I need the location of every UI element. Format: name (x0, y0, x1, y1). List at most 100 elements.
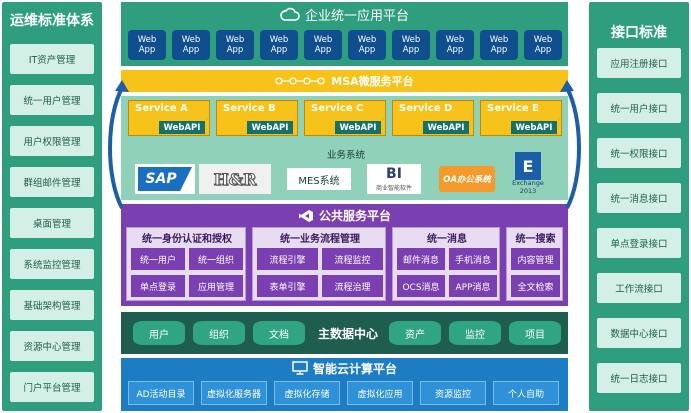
left-item-permission-mgmt[interactable]: 用户权限管理 (10, 126, 94, 156)
resource-monitor-button[interactable]: 资源监控 (420, 381, 486, 405)
app-management-button[interactable]: 应用管理 (189, 275, 243, 297)
network-nodes-icon (275, 77, 325, 85)
md-item-document[interactable]: 文档 (253, 321, 305, 345)
mes-system-logo: MES系统 (287, 168, 351, 190)
virtual-app-button[interactable]: 虚拟化应用 (347, 381, 413, 405)
service-c-webapi[interactable]: WebAPI (335, 121, 381, 134)
process-governance-button[interactable]: 流程治理 (322, 275, 383, 297)
process-engine-button[interactable]: 流程引擎 (257, 248, 318, 270)
process-monitor-button[interactable]: 流程监控 (322, 248, 383, 270)
service-d[interactable]: Service D WebAPI (392, 100, 474, 136)
public-service-platform: 公共服务平台 统一身份认证和授权 统一用户 统一组织 单点登录 应用管理 统一业… (121, 204, 568, 306)
public-platform-title: 公共服务平台 (318, 209, 391, 223)
service-b[interactable]: Service B WebAPI (216, 100, 298, 136)
group-process-title: 统一业务流程管理 (280, 233, 360, 245)
right-flow-arrow (560, 80, 581, 209)
right-item-log-interface[interactable]: 统一日志接口 (597, 363, 681, 393)
bi-logo: BI 商业智能软件 (367, 164, 421, 194)
right-item-message-interface[interactable]: 统一消息接口 (597, 183, 681, 213)
self-service-button[interactable]: 个人自助 (493, 381, 559, 405)
app-platform-header: 企业统一应用平台 (121, 5, 568, 24)
left-item-it-asset[interactable]: IT资产管理 (10, 44, 94, 74)
left-item-user-mgmt[interactable]: 统一用户管理 (10, 85, 94, 115)
cloud-icon (280, 7, 300, 21)
left-item-monitor-mgmt[interactable]: 系统监控管理 (10, 249, 94, 279)
exchange-mark-icon: E (515, 152, 541, 180)
right-item-datacenter-interface[interactable]: 数据中心接口 (597, 318, 681, 348)
business-systems: Service A WebAPI Service B WebAPI Servic… (121, 96, 568, 200)
service-b-name: Service B (223, 103, 276, 114)
virtual-storage-button[interactable]: 虚拟化存储 (274, 381, 340, 405)
form-engine-button[interactable]: 表单引擎 (257, 275, 318, 297)
left-item-portal-mgmt[interactable]: 门户平台管理 (10, 372, 94, 402)
exchange-logo: E Exchange 2013 (503, 152, 553, 196)
monitor-icon (292, 361, 308, 375)
service-c[interactable]: Service C WebAPI (304, 100, 386, 136)
content-management-button[interactable]: 内容管理 (511, 248, 560, 270)
sso-button[interactable]: 单点登录 (131, 275, 185, 297)
ad-directory-button[interactable]: AD活动目录 (128, 381, 194, 405)
msa-title: MSA微服务平台 (331, 75, 414, 88)
left-flow-arrow (108, 80, 129, 209)
sap-logo: SAP (135, 164, 195, 194)
curved-arrow-up-icon (565, 87, 581, 209)
master-data-title: 主数据中心 (317, 326, 378, 341)
left-item-group-mail-mgmt[interactable]: 群组邮件管理 (10, 167, 94, 197)
email-message-button[interactable]: 邮件消息 (397, 248, 445, 270)
right-item-workflow-interface[interactable]: 工作流接口 (597, 273, 681, 303)
virtual-server-button[interactable]: 虚拟化服务器 (201, 381, 267, 405)
service-d-webapi[interactable]: WebAPI (423, 121, 469, 134)
smart-cloud-platform: 智能云计算平台 AD活动目录 虚拟化服务器 虚拟化存储 虚拟化应用 资源监控 个… (121, 358, 568, 411)
left-panel-title: 运维标准体系 (10, 13, 94, 29)
service-a-webapi[interactable]: WebAPI (159, 121, 205, 134)
md-item-user[interactable]: 用户 (133, 321, 185, 345)
service-e-name: Service E (487, 103, 539, 114)
hr-logo: H&R (199, 164, 271, 194)
left-item-resource-mgmt[interactable]: 资源中心管理 (10, 331, 94, 361)
left-item-infra-mgmt[interactable]: 基础架构管理 (10, 290, 94, 320)
group-identity-title: 统一身份认证和授权 (142, 233, 232, 245)
md-item-monitor[interactable]: 监控 (449, 321, 501, 345)
public-platform-header: 公共服务平台 (121, 207, 568, 224)
group-identity-auth: 统一身份认证和授权 统一用户 统一组织 单点登录 应用管理 (126, 227, 246, 301)
service-a-name: Service A (135, 103, 188, 114)
unified-user-button[interactable]: 统一用户 (131, 248, 185, 270)
business-systems-label: 业务系统 (326, 150, 365, 161)
md-item-asset[interactable]: 资产 (389, 321, 441, 345)
right-item-app-register[interactable]: 应用注册接口 (597, 48, 681, 78)
unified-org-button[interactable]: 统一组织 (189, 248, 243, 270)
md-item-project[interactable]: 项目 (509, 321, 561, 345)
group-message-title: 统一消息 (427, 233, 467, 245)
right-item-permission-interface[interactable]: 统一权限接口 (597, 138, 681, 168)
service-e[interactable]: Service E WebAPI (480, 100, 562, 136)
right-item-user-interface[interactable]: 统一用户接口 (597, 93, 681, 123)
service-c-name: Service C (311, 103, 364, 114)
cloud-platform-title: 智能云计算平台 (312, 361, 397, 376)
mobile-message-button[interactable]: 手机消息 (449, 248, 497, 270)
left-item-desktop-mgmt[interactable]: 桌面管理 (10, 208, 94, 238)
right-interface-panel: 接口标准 应用注册接口 统一用户接口 统一权限接口 统一消息接口 单点登录接口 … (589, 2, 689, 411)
right-item-sso-interface[interactable]: 单点登录接口 (597, 228, 681, 258)
service-b-webapi[interactable]: WebAPI (247, 121, 293, 134)
cloud-platform-header: 智能云计算平台 (121, 360, 568, 376)
fulltext-search-button[interactable]: 全文检索 (511, 275, 560, 297)
service-e-webapi[interactable]: WebAPI (511, 121, 557, 134)
service-a[interactable]: Service A WebAPI (128, 100, 210, 136)
msa-platform-bar: MSA微服务平台 (121, 70, 568, 92)
app-message-button[interactable]: APP消息 (449, 275, 497, 297)
ocs-message-button[interactable]: OCS消息 (397, 275, 445, 297)
left-standards-panel: 运维标准体系 IT资产管理 统一用户管理 用户权限管理 群组邮件管理 桌面管理 … (2, 2, 102, 411)
visual-studio-icon (298, 209, 313, 222)
md-item-org[interactable]: 组织 (193, 321, 245, 345)
